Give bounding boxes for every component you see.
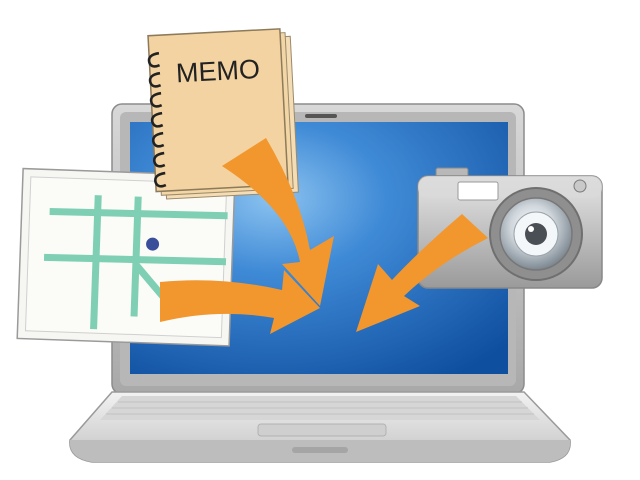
arrow-from-map-icon (160, 270, 320, 334)
camera-icon (417, 167, 603, 289)
arrow-from-memo-icon (222, 138, 334, 306)
memo-label: MEMO (175, 54, 260, 88)
arrows (160, 138, 488, 334)
trackpad (257, 423, 387, 437)
spiral-binding (147, 51, 167, 188)
map-pin-icon (146, 237, 160, 251)
arrow-from-camera-icon (356, 214, 488, 332)
